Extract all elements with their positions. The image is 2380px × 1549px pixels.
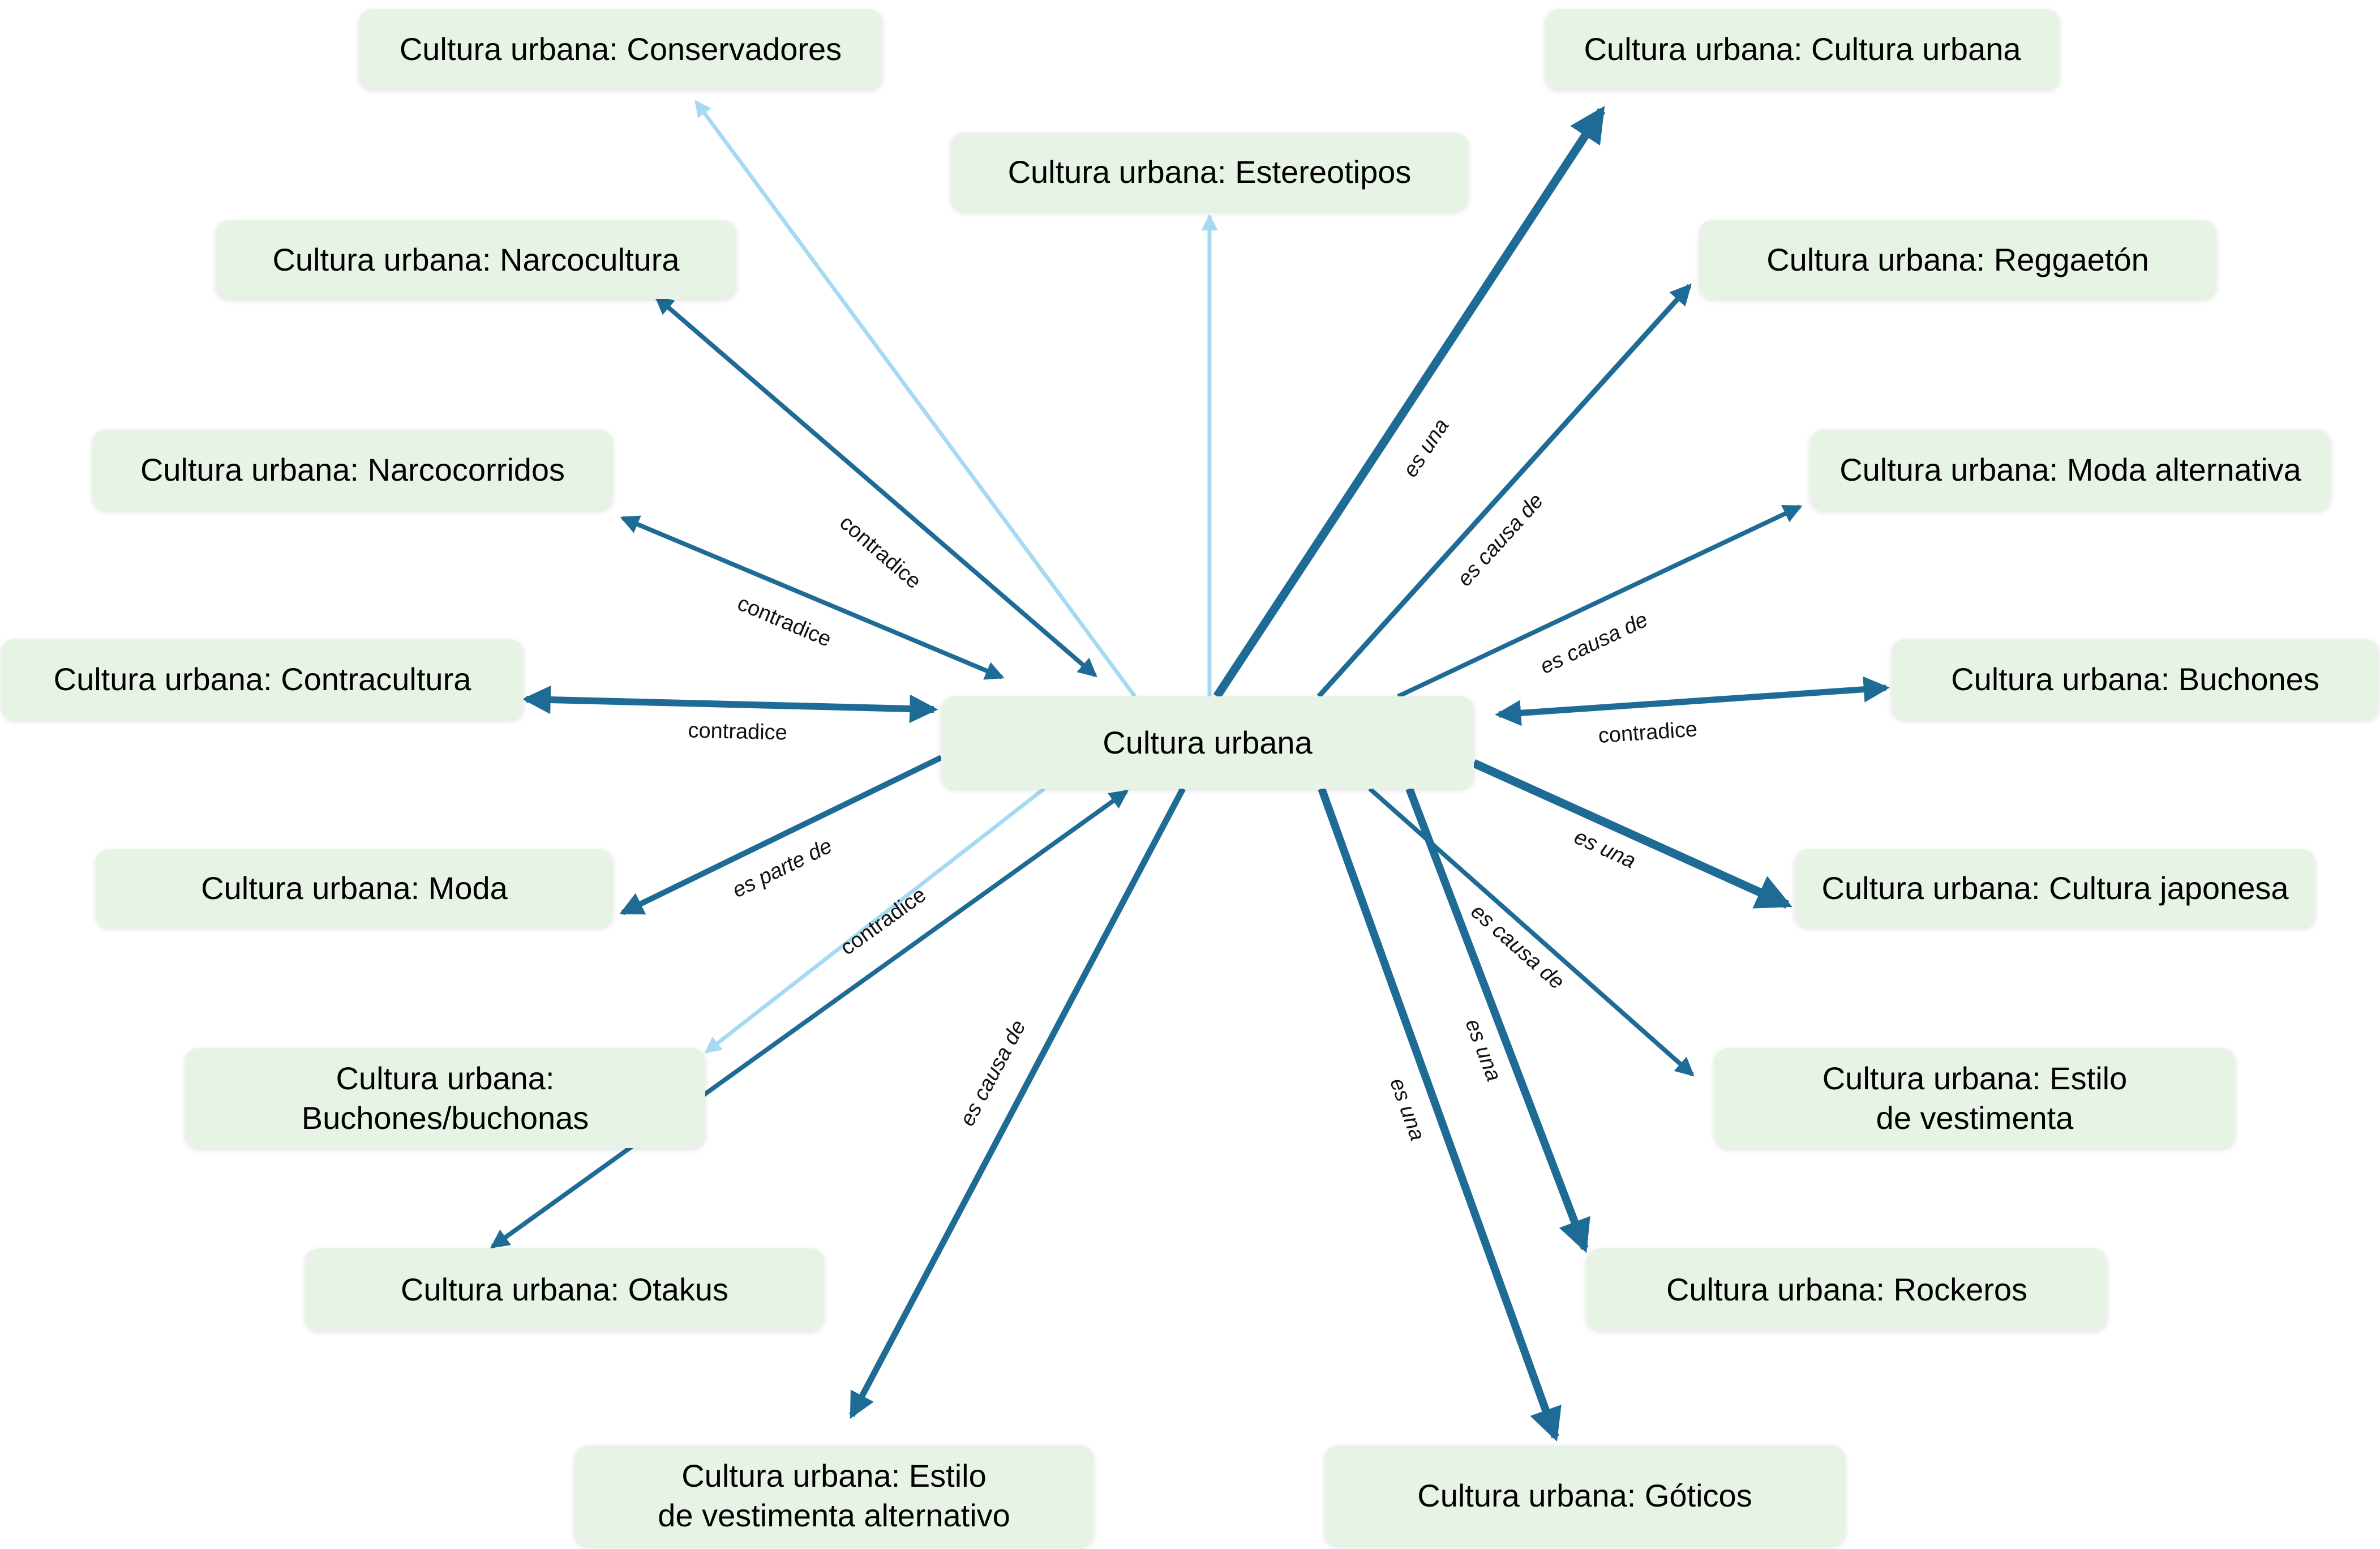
edge-label-moda: es parte de — [729, 834, 836, 902]
node-moda-alternativa[interactable]: Cultura urbana: Moda alternativa — [1810, 430, 2331, 510]
edge-moda-alternativa-arrow — [1397, 504, 1803, 699]
node-reggaeton[interactable]: Cultura urbana: Reggaetón — [1699, 220, 2216, 299]
edge-rockeros-arrow — [1405, 787, 1590, 1253]
edge-otakus-arrow — [490, 789, 1129, 1249]
node-estereotipos[interactable]: Cultura urbana: Estereotipos — [951, 132, 1468, 211]
node-estilo-de-vestimenta[interactable]: Cultura urbana: Estilo de vestimenta — [1714, 1048, 2235, 1148]
edge-label-reggaeton: es causa de — [1453, 489, 1549, 591]
edge-moda-arrow — [619, 755, 943, 915]
node-buchones-buchonas[interactable]: Cultura urbana: Buchones/buchonas — [185, 1048, 705, 1148]
node-label-moda-alternativa: Cultura urbana: Moda alternativa — [1839, 452, 2301, 487]
node-otakus[interactable]: Cultura urbana: Otakus — [305, 1248, 824, 1330]
node-narcocorridos[interactable]: Cultura urbana: Narcocorridos — [92, 430, 613, 510]
edge-label-narcocultura: contradice — [835, 511, 925, 593]
edge-narcocorridos-arrow — [620, 515, 1005, 680]
edge-contracultura-arrow — [522, 685, 938, 724]
edge-label-moda-alternativa: es causa de — [1537, 607, 1652, 679]
node-label-goticos: Cultura urbana: Góticos — [1417, 1477, 1752, 1513]
node-label-buchones: Cultura urbana: Buchones — [1951, 661, 2319, 697]
node-contracultura[interactable]: Cultura urbana: Contracultura — [1, 639, 524, 720]
node-label-rockeros: Cultura urbana: Rockeros — [1666, 1271, 2028, 1307]
node-label-estereotipos: Cultura urbana: Estereotipos — [1007, 153, 1412, 190]
node-label-cultura-urbana-2: Cultura urbana: Cultura urbana — [1584, 31, 2021, 67]
edge-label-otakus: contradice — [836, 883, 930, 960]
edge-reggaeton-arrow — [1316, 283, 1692, 699]
node-label-estilo-de-vestimenta: Cultura urbana: Estilo de vestimenta — [1822, 1060, 2128, 1136]
edge-goticos-arrow — [1318, 787, 1562, 1442]
node-label-cultura-japonesa: Cultura urbana: Cultura japonesa — [1821, 870, 2289, 906]
node-cultura-urbana-2[interactable]: Cultura urbana: Cultura urbana — [1545, 9, 2060, 89]
node-label-conservadores: Cultura urbana: Conservadores — [399, 31, 842, 67]
node-label-contracultura: Cultura urbana: Contracultura — [53, 661, 471, 697]
node-conservadores[interactable]: Cultura urbana: Conservadores — [359, 9, 882, 89]
edge-narcocultura-arrow — [654, 295, 1097, 678]
node-label-moda: Cultura urbana: Moda — [201, 870, 508, 906]
node-label-estilo-de-vestimenta-alternativo: Cultura urbana: Estilo de vestimenta alt… — [658, 1458, 1010, 1533]
node-moda[interactable]: Cultura urbana: Moda — [96, 849, 613, 927]
node-label-reggaeton: Cultura urbana: Reggaetón — [1766, 241, 2149, 277]
node-buchones[interactable]: Cultura urbana: Buchones — [1892, 639, 2379, 720]
node-goticos[interactable]: Cultura urbana: Góticos — [1324, 1445, 1845, 1546]
edge-cultura-japonesa-arrow — [1472, 759, 1792, 909]
edge-estilo-de-vestimenta-alternativo-arrow — [849, 787, 1186, 1419]
node-label-buchones-buchonas: Cultura urbana: Buchones/buchonas — [301, 1060, 589, 1136]
node-estilo-de-vestimenta-alternativo[interactable]: Cultura urbana: Estilo de vestimenta alt… — [574, 1445, 1093, 1546]
edge-label-estilo-de-vestimenta-alternativo: es causa de — [955, 1016, 1031, 1130]
edge-label-contracultura: contradice — [688, 718, 787, 744]
node-label-narcocultura: Cultura urbana: Narcocultura — [272, 241, 680, 277]
edge-cultura-urbana-2-arrow — [1213, 106, 1606, 699]
node-cultura-japonesa[interactable]: Cultura urbana: Cultura japonesa — [1795, 849, 2315, 927]
node-narcocultura[interactable]: Cultura urbana: Narcocultura — [216, 220, 736, 299]
node-rockeros[interactable]: Cultura urbana: Rockeros — [1586, 1248, 2107, 1330]
edge-buchones-arrow — [1495, 676, 1890, 726]
edge-label-cultura-urbana-2: es una — [1399, 414, 1454, 481]
node-label-narcocorridos: Cultura urbana: Narcocorridos — [140, 452, 565, 487]
edge-label-goticos: es una — [1385, 1075, 1429, 1144]
node-label-otakus: Cultura urbana: Otakus — [401, 1271, 728, 1307]
edge-label-buchones: contradice — [1597, 717, 1698, 748]
edge-estilo-de-vestimenta-arrow — [1368, 787, 1695, 1077]
node-cultura-urbana[interactable]: Cultura urbana — [941, 696, 1474, 789]
node-label-cultura-urbana: Cultura urbana — [1103, 724, 1313, 760]
